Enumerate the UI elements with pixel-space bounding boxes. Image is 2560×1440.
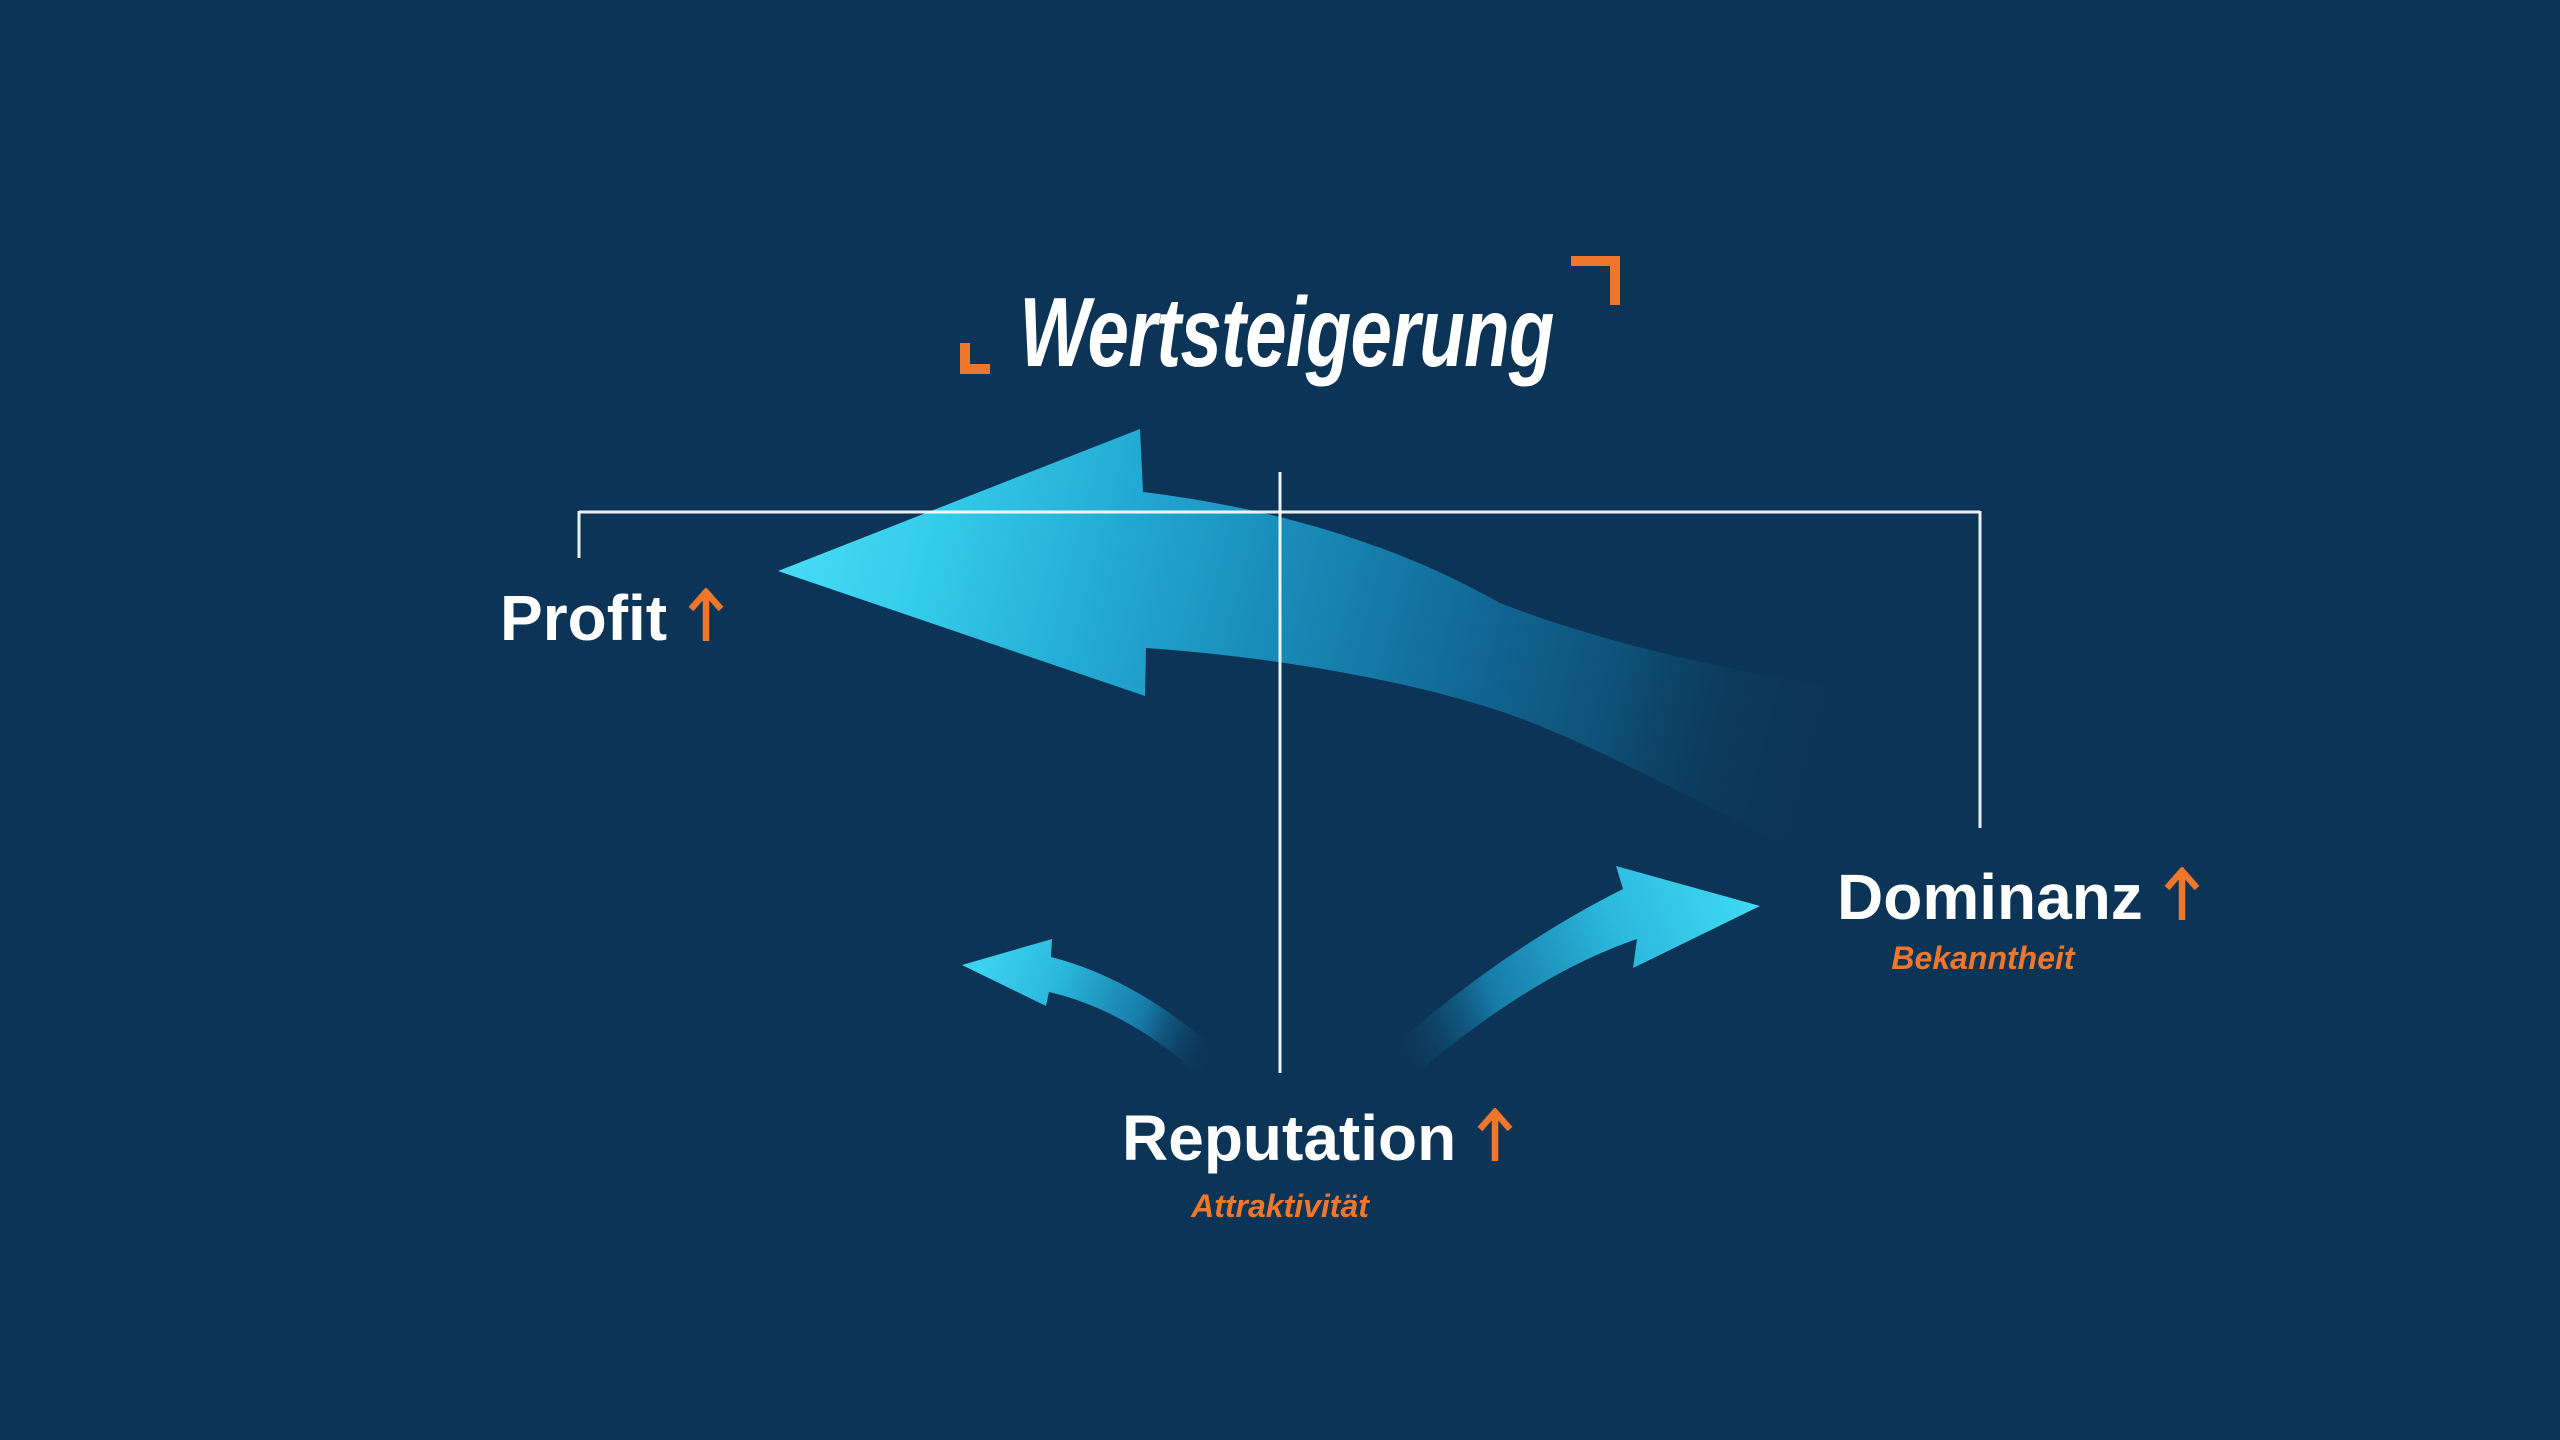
up-arrow-icon — [688, 588, 724, 641]
reputation-label: Reputation — [1122, 1102, 1457, 1174]
node-profit: Profit — [500, 586, 725, 650]
corner-bracket-bottom-left-icon — [960, 343, 990, 374]
node-reputation: Reputation — [1122, 1106, 1514, 1170]
title-group: Wertsteigerung — [1010, 283, 1562, 381]
up-arrow-icon — [1477, 1108, 1513, 1161]
reputation-sublabel: Attraktivität — [1191, 1188, 1369, 1224]
small-curved-arrow-reputation-to-profit — [962, 939, 1218, 1074]
corner-bracket-top-right-icon — [1571, 256, 1620, 305]
profit-label: Profit — [500, 582, 668, 654]
up-arrow-icon — [2164, 867, 2200, 920]
dominanz-sublabel: Bekanntheit — [1891, 940, 2075, 976]
page-title: Wertsteigerung — [1018, 277, 1554, 387]
big-curved-arrow-dominanz-to-profit — [778, 429, 1838, 852]
node-dominanz: Dominanz — [1837, 865, 2201, 929]
dominanz-label: Dominanz — [1837, 861, 2143, 933]
small-curved-arrow-reputation-to-dominanz — [1396, 866, 1760, 1071]
